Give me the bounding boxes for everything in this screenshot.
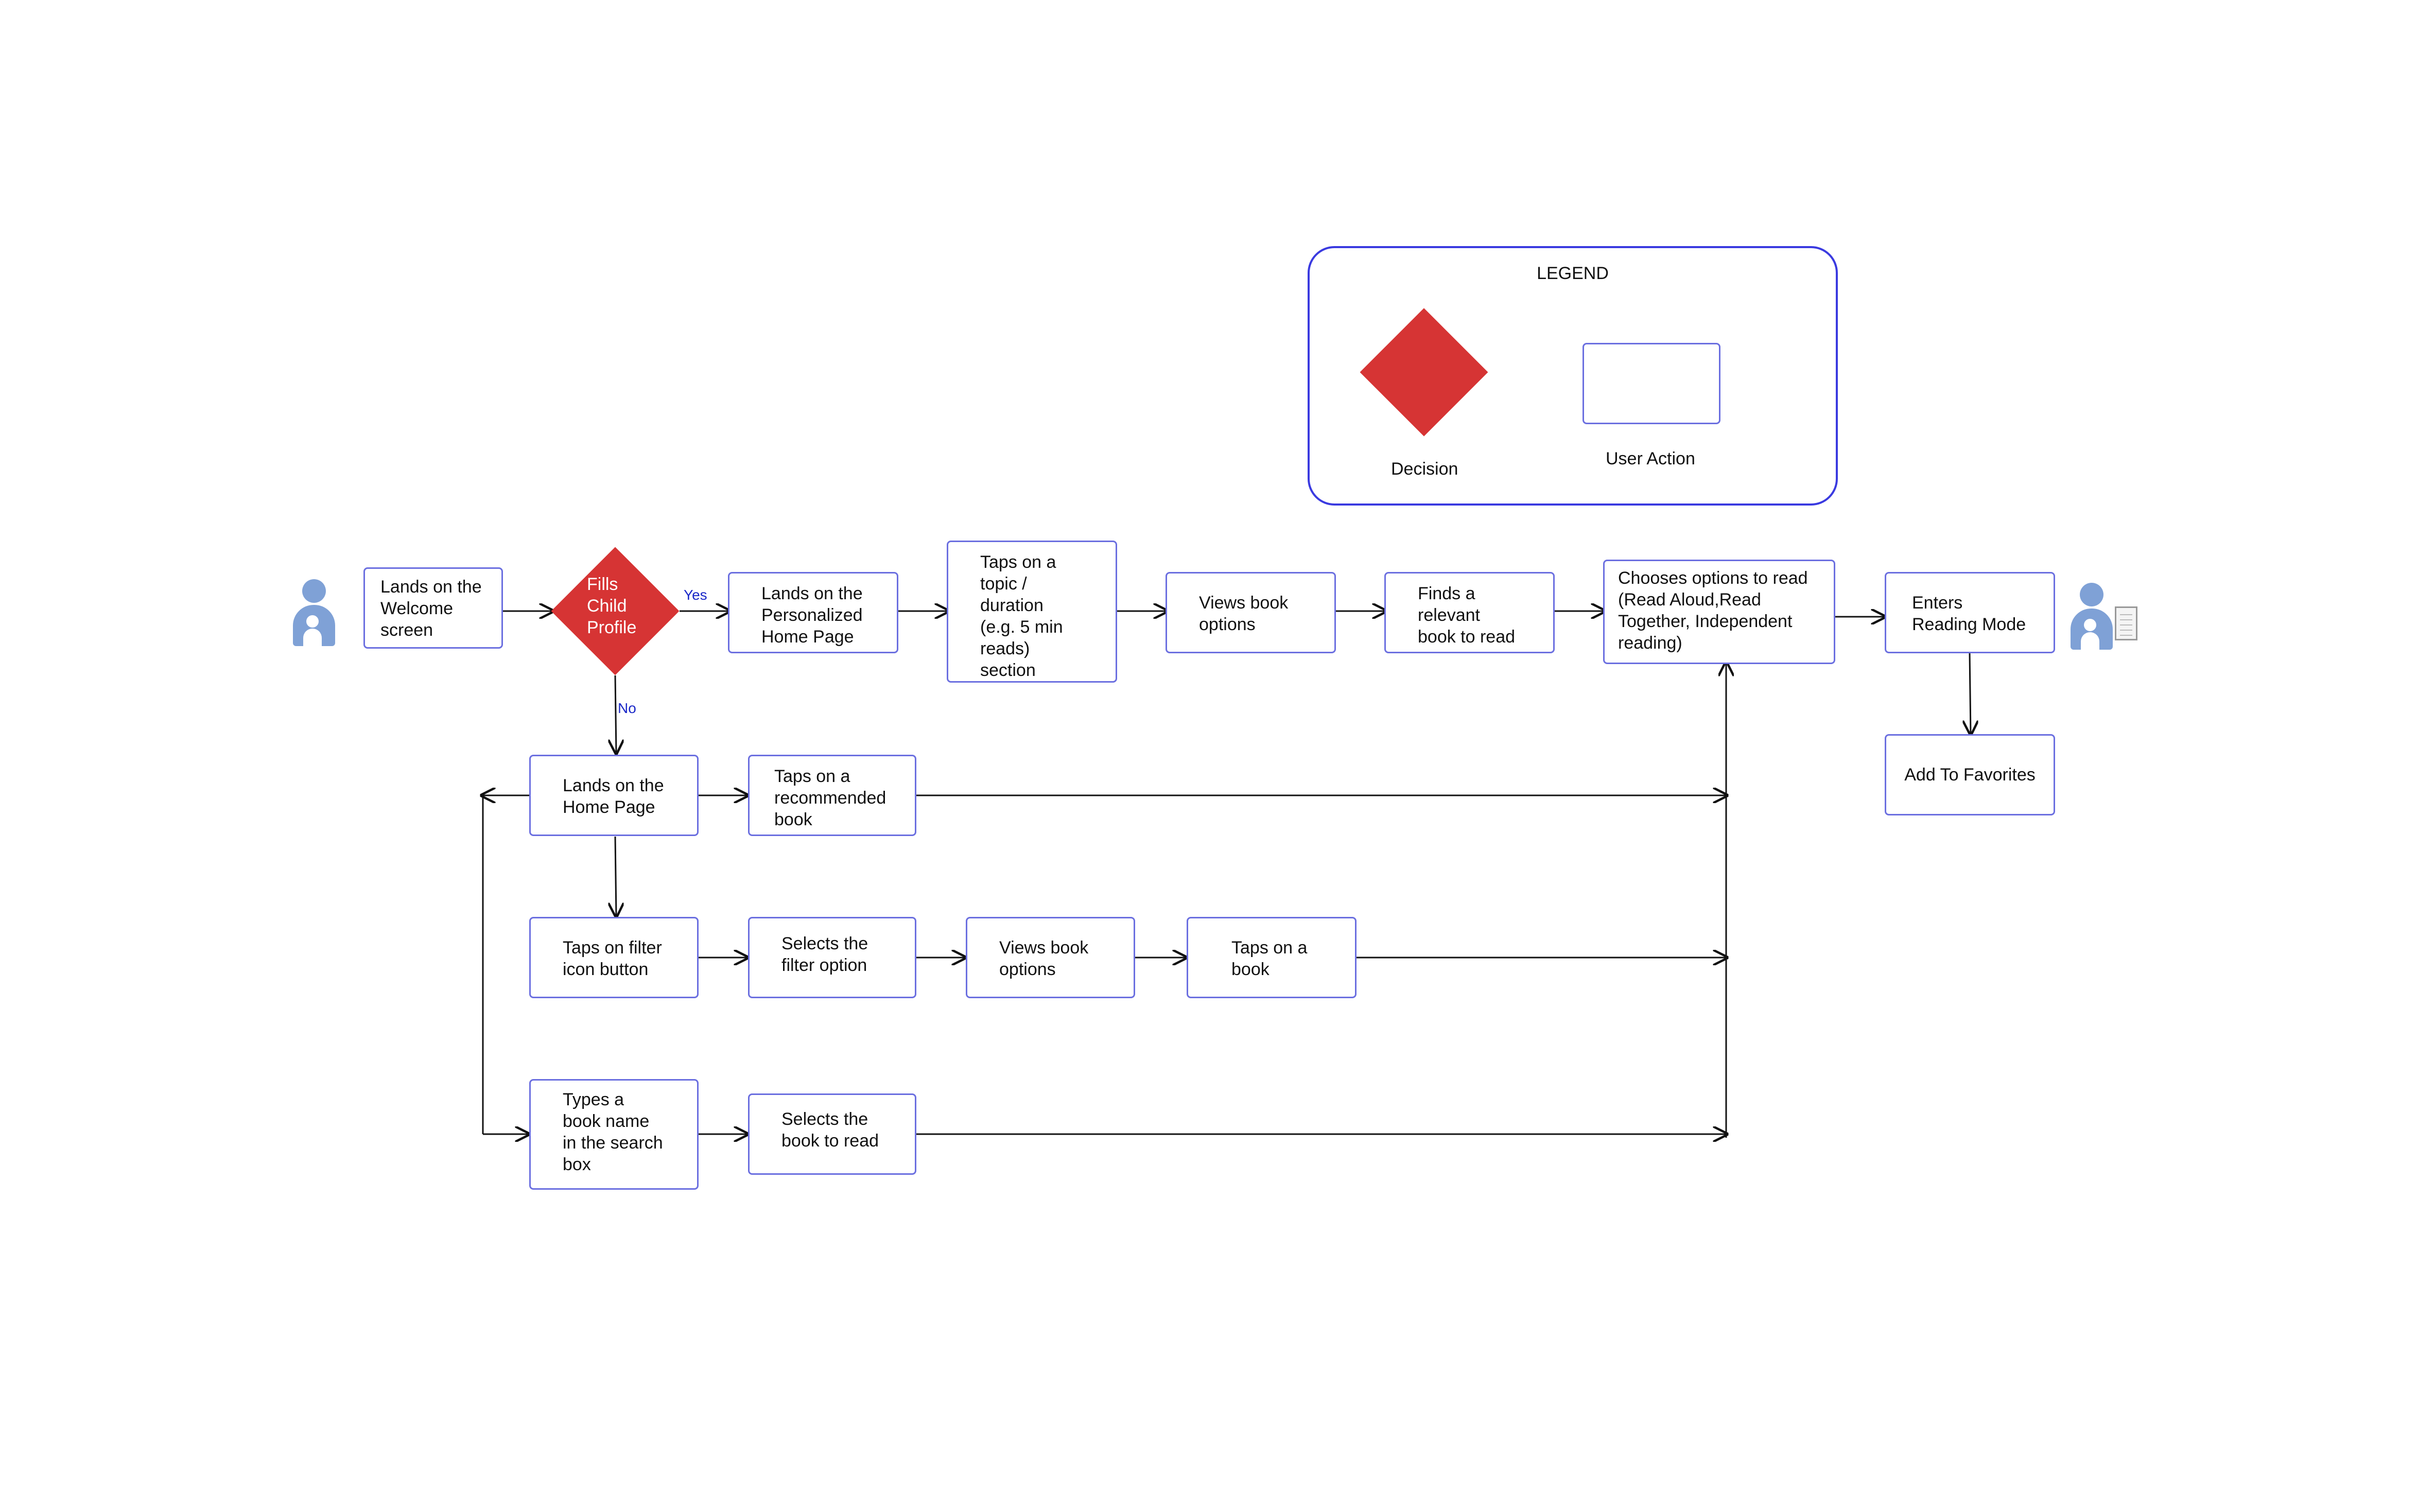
step-chooses-read-options: Chooses options to read (Read Aloud,Read… (1603, 560, 1835, 664)
step-finds-relevant-book: Finds a relevant book to read (1384, 572, 1555, 653)
legend-action-label: User Action (1606, 449, 1695, 468)
legend-box: LEGEND Decision User Action (1308, 246, 1838, 506)
step-welcome-screen: Lands on the Welcome screen (363, 567, 503, 649)
legend-action-symbol (1583, 343, 1720, 424)
decision-fills-child-profile: Fills Child Profile (551, 547, 680, 675)
decision-yes-label: Yes (684, 587, 707, 603)
step-taps-on-a-book: Taps on a book (1187, 917, 1357, 998)
step-taps-recommended-book: Taps on a recommended book (748, 755, 916, 836)
parent-child-icon (292, 579, 338, 646)
book-icon (2115, 606, 2137, 640)
arrow-decision-no (615, 675, 616, 754)
legend-decision-label: Decision (1391, 459, 1458, 479)
legend-title: LEGEND (1537, 264, 1609, 283)
step-enters-reading-mode: Enters Reading Mode (1885, 572, 2055, 653)
step-lands-home-page: Lands on the Home Page (529, 755, 699, 836)
step-taps-topic-duration: Taps on a topic / duration (e.g. 5 min r… (947, 541, 1117, 683)
legend-decision-symbol (1360, 308, 1488, 437)
step-types-book-name: Types a book name in the search box (529, 1079, 699, 1190)
step-selects-filter-option: Selects the filter option (748, 917, 916, 998)
step-add-to-favorites: Add To Favorites (1885, 734, 2055, 815)
step-views-book-options: Views book options (1166, 572, 1336, 653)
step-taps-filter-icon: Taps on filter icon button (529, 917, 699, 998)
step-views-book-options-filter: Views book options (966, 917, 1135, 998)
arrow-reading-to-favorites (1970, 652, 1971, 735)
step-selects-book-to-read: Selects the book to read (748, 1093, 916, 1175)
arrow-home-to-filter (615, 836, 616, 917)
parent-child-reading-icon (2070, 583, 2116, 650)
decision-no-label: No (618, 700, 636, 716)
step-personalized-home: Lands on the Personalized Home Page (728, 572, 898, 653)
